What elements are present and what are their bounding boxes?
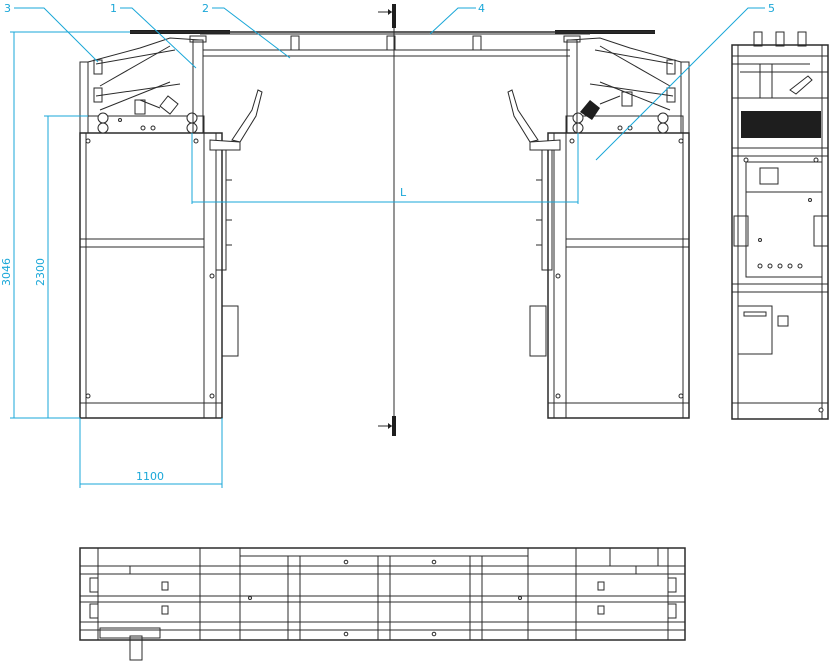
callout-4: 4 bbox=[478, 2, 485, 15]
left-cabinet bbox=[79, 35, 263, 419]
side-view bbox=[731, 31, 829, 420]
dim-cabinet-height: 2300 bbox=[34, 258, 47, 286]
dim-overall-height: 3046 bbox=[0, 258, 13, 286]
right-cabinet bbox=[507, 35, 690, 419]
front-view: 3 1 2 4 5 3046 2300 1100 L bbox=[0, 2, 775, 488]
callout-leaders: 3 1 2 4 5 bbox=[4, 2, 775, 161]
callout-1: 1 bbox=[110, 2, 117, 15]
plan-view bbox=[79, 547, 686, 661]
dim-cabinet-width: 1100 bbox=[136, 470, 164, 483]
callout-2: 2 bbox=[202, 2, 209, 15]
busbar-bridge bbox=[130, 4, 655, 436]
callout-3: 3 bbox=[4, 2, 11, 15]
callout-5: 5 bbox=[768, 2, 775, 15]
dimension-lines: 3046 2300 1100 L bbox=[0, 31, 579, 488]
dim-span: L bbox=[400, 186, 407, 199]
